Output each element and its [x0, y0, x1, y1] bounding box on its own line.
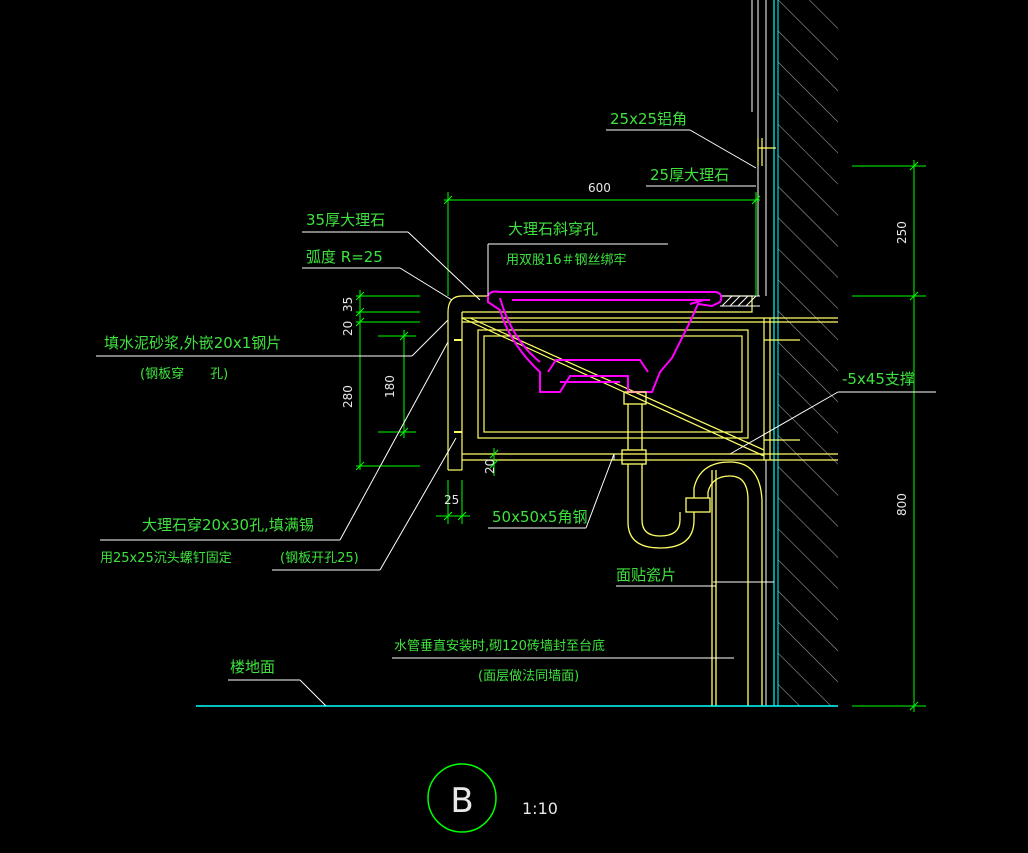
label-marble-25: 25厚大理石: [650, 166, 729, 184]
label-floor: 楼地面: [230, 658, 275, 676]
wall-hatch: [778, 0, 838, 706]
detail-letter: B: [450, 781, 473, 821]
sill-hatch: [720, 295, 760, 307]
dimension-lines: [355, 160, 926, 712]
label-support: -5x45支撑: [842, 370, 915, 388]
label-aluminium-angle: 25x25铝角: [610, 110, 687, 128]
dim-20a: 20: [341, 321, 355, 336]
label-pipe-note2: (面层做法同墙面): [478, 669, 579, 684]
label-marble-through: 大理石穿20x30孔,填满锡: [142, 516, 314, 534]
dim-250: 250: [895, 221, 909, 244]
dim-35: 35: [341, 297, 355, 312]
label-angle-steel: 50x50x5角钢: [492, 508, 587, 526]
detail-circle: [427, 763, 497, 833]
aluminium-angle: [757, 138, 776, 166]
dim-25: 25: [444, 493, 459, 507]
dim-width-top: 600: [588, 181, 611, 195]
label-steel-wire: 用双股16＃钢丝绑牢: [506, 253, 627, 268]
label-marble-35: 35厚大理石: [306, 211, 385, 229]
wall: [713, 0, 838, 706]
label-pipe-note: 水管垂直安装时,砌120砖墙封至台底: [394, 638, 605, 654]
dim-180: 180: [383, 375, 397, 398]
detail-scale: 1:10: [522, 799, 558, 818]
dim-20b: 20: [483, 459, 497, 474]
label-plate-hole25: (钢板开孔25): [280, 551, 359, 566]
marble-top-slab: [447, 295, 753, 313]
dim-280: 280: [341, 385, 355, 408]
left-markers: [454, 339, 462, 433]
label-screw-fix: 用25x25沉头螺钉固定: [100, 551, 232, 566]
label-radius: 弧度 R=25: [306, 248, 383, 266]
detail-title: B 1:10: [427, 763, 558, 833]
label-steel-plate-hole: (钢板穿 孔): [140, 366, 228, 382]
drain-pipe: [621, 391, 763, 706]
dim-800: 800: [895, 493, 909, 516]
label-cement-fill: 填水泥砂浆,外嵌20x1钢片: [104, 334, 281, 352]
leader-lines: [96, 129, 936, 707]
basin: [487, 290, 723, 393]
label-tile: 面贴瓷片: [616, 566, 676, 584]
label-marble-hole: 大理石斜穿孔: [508, 220, 598, 238]
